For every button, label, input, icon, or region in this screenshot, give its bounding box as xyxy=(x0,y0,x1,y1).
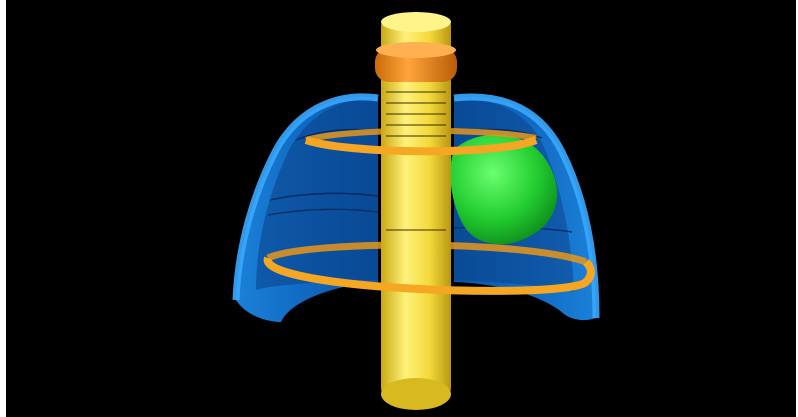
neck-collar xyxy=(375,42,457,82)
scene-svg xyxy=(6,0,796,417)
render-canvas xyxy=(6,0,796,417)
